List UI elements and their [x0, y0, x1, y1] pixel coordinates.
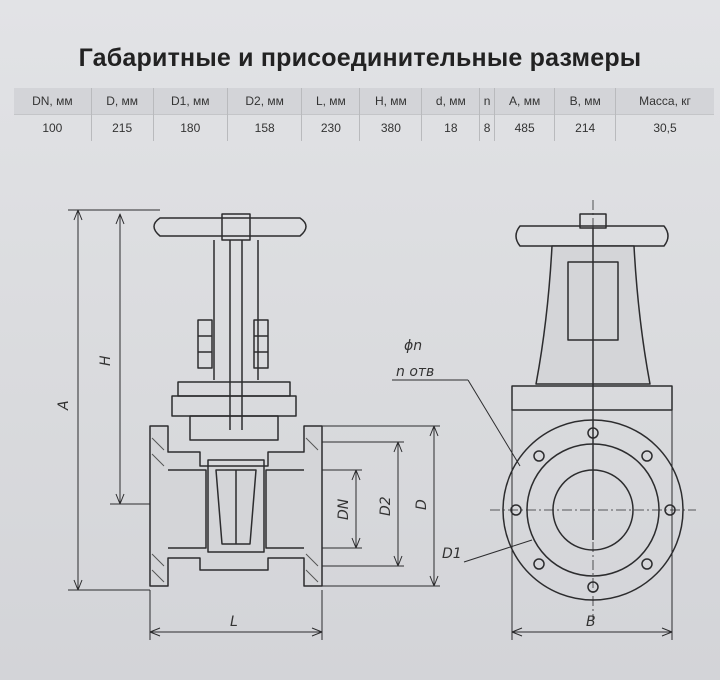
cell-dn: 100	[14, 114, 92, 141]
label-a: A	[56, 400, 72, 411]
col-header-d-hole: d, мм	[421, 88, 481, 115]
dimensions-table: DN, мм D, мм D1, мм D2, мм L, мм H, мм d…	[14, 88, 714, 141]
front-dimensions	[68, 209, 440, 640]
cell-d-hole: 18	[421, 114, 481, 141]
col-header-d2: D2, мм	[227, 88, 303, 115]
side-view	[490, 200, 696, 620]
col-header-d1: D1, мм	[153, 88, 228, 115]
col-header-n: n	[479, 88, 495, 115]
label-phi-n: ϕn	[404, 338, 422, 354]
col-header-dn: DN, мм	[14, 88, 92, 115]
label-b: B	[586, 614, 596, 630]
table-row: 100 215 180 158 230 380 18 8 485 214 30,…	[14, 114, 714, 141]
valve-technical-drawing: A H L DN D2 D D1 B ϕn n отв	[56, 200, 696, 640]
label-d2: D2	[378, 496, 394, 516]
col-header-h: H, мм	[359, 88, 423, 115]
cell-d2: 158	[227, 114, 303, 141]
table-header-row: DN, мм D, мм D1, мм D2, мм L, мм H, мм d…	[14, 88, 714, 115]
page-title: Габаритные и присоединительные размеры	[78, 44, 642, 72]
col-header-l: L, мм	[301, 88, 361, 115]
label-h: H	[98, 355, 114, 366]
cell-n: 8	[479, 114, 495, 141]
label-dn: DN	[336, 498, 352, 520]
cell-mass: 30,5	[615, 114, 714, 141]
label-d: D	[414, 499, 430, 510]
col-header-d: D, мм	[91, 88, 154, 115]
side-dimensions	[392, 379, 673, 640]
cell-a: 485	[494, 114, 556, 141]
cell-d1: 180	[153, 114, 228, 141]
cell-l: 230	[301, 114, 361, 141]
col-header-a: A, мм	[494, 88, 556, 115]
label-n-holes: n отв	[396, 364, 434, 380]
cell-h: 380	[359, 114, 423, 141]
col-header-b: B, мм	[554, 88, 616, 115]
cell-b: 214	[554, 114, 616, 141]
label-l: L	[230, 614, 238, 630]
col-header-mass: Масса, кг	[615, 88, 714, 115]
cell-d: 215	[91, 114, 154, 141]
label-d1: D1	[442, 546, 462, 562]
front-view	[149, 213, 323, 587]
